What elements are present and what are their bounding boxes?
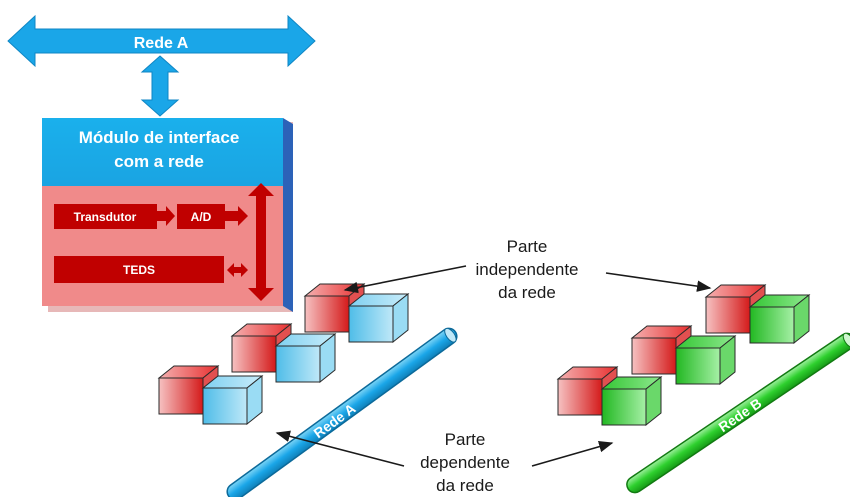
teds-label: TEDS <box>123 263 155 277</box>
dependent-part-box <box>347 292 410 344</box>
dependent-line2: dependente <box>420 453 510 472</box>
node-b-2 <box>630 324 737 386</box>
independent-line2: independente <box>475 260 579 279</box>
module-title-line2: com a rede <box>114 152 204 171</box>
node-b-1 <box>704 283 811 345</box>
dependent-part-box <box>201 374 264 426</box>
adc-block <box>177 204 225 229</box>
node-a-1 <box>303 282 410 344</box>
dependent-part-box <box>600 375 663 427</box>
dependent-part-box <box>274 332 337 384</box>
independent-line1: Parte <box>506 237 548 256</box>
independent-line3: da rede <box>498 283 556 302</box>
independent-arrow-right <box>605 272 712 292</box>
dependent-annotation: Parte dependente da rede <box>400 428 530 497</box>
teds-to-bus-arrow <box>227 263 248 277</box>
independent-annotation: Parte independente da rede <box>462 235 592 304</box>
internal-bus-arrow <box>248 183 274 301</box>
adc-to-bus-arrow <box>225 206 248 226</box>
module-network-link-arrow <box>140 55 180 117</box>
node-b-3 <box>556 365 663 427</box>
network-a-label: Rede A <box>134 35 189 52</box>
independent-part-box <box>157 364 220 416</box>
transducer-to-adc-arrow <box>157 206 175 226</box>
module-title-line1: Módulo de interface <box>79 128 240 147</box>
transducer-block <box>54 204 157 229</box>
dependent-arrow-left <box>275 430 405 467</box>
independent-arrow-left <box>343 265 467 294</box>
dependent-line1: Parte <box>444 430 486 449</box>
dependent-line3: da rede <box>436 476 494 495</box>
dependent-part-box <box>748 293 811 345</box>
transducer-label: Transdutor <box>74 210 137 224</box>
sensor-nodes <box>157 282 811 427</box>
dependent-arrow-right <box>531 441 614 467</box>
annotation-arrows <box>275 265 712 467</box>
teds-block <box>54 256 224 283</box>
adc-label: A/D <box>191 210 212 224</box>
dependent-part-box <box>674 334 737 386</box>
node-a-2 <box>230 322 337 384</box>
bus-a-label: Rede A <box>310 400 358 441</box>
network-a-arrow <box>7 14 316 68</box>
node-a-3 <box>157 364 264 426</box>
